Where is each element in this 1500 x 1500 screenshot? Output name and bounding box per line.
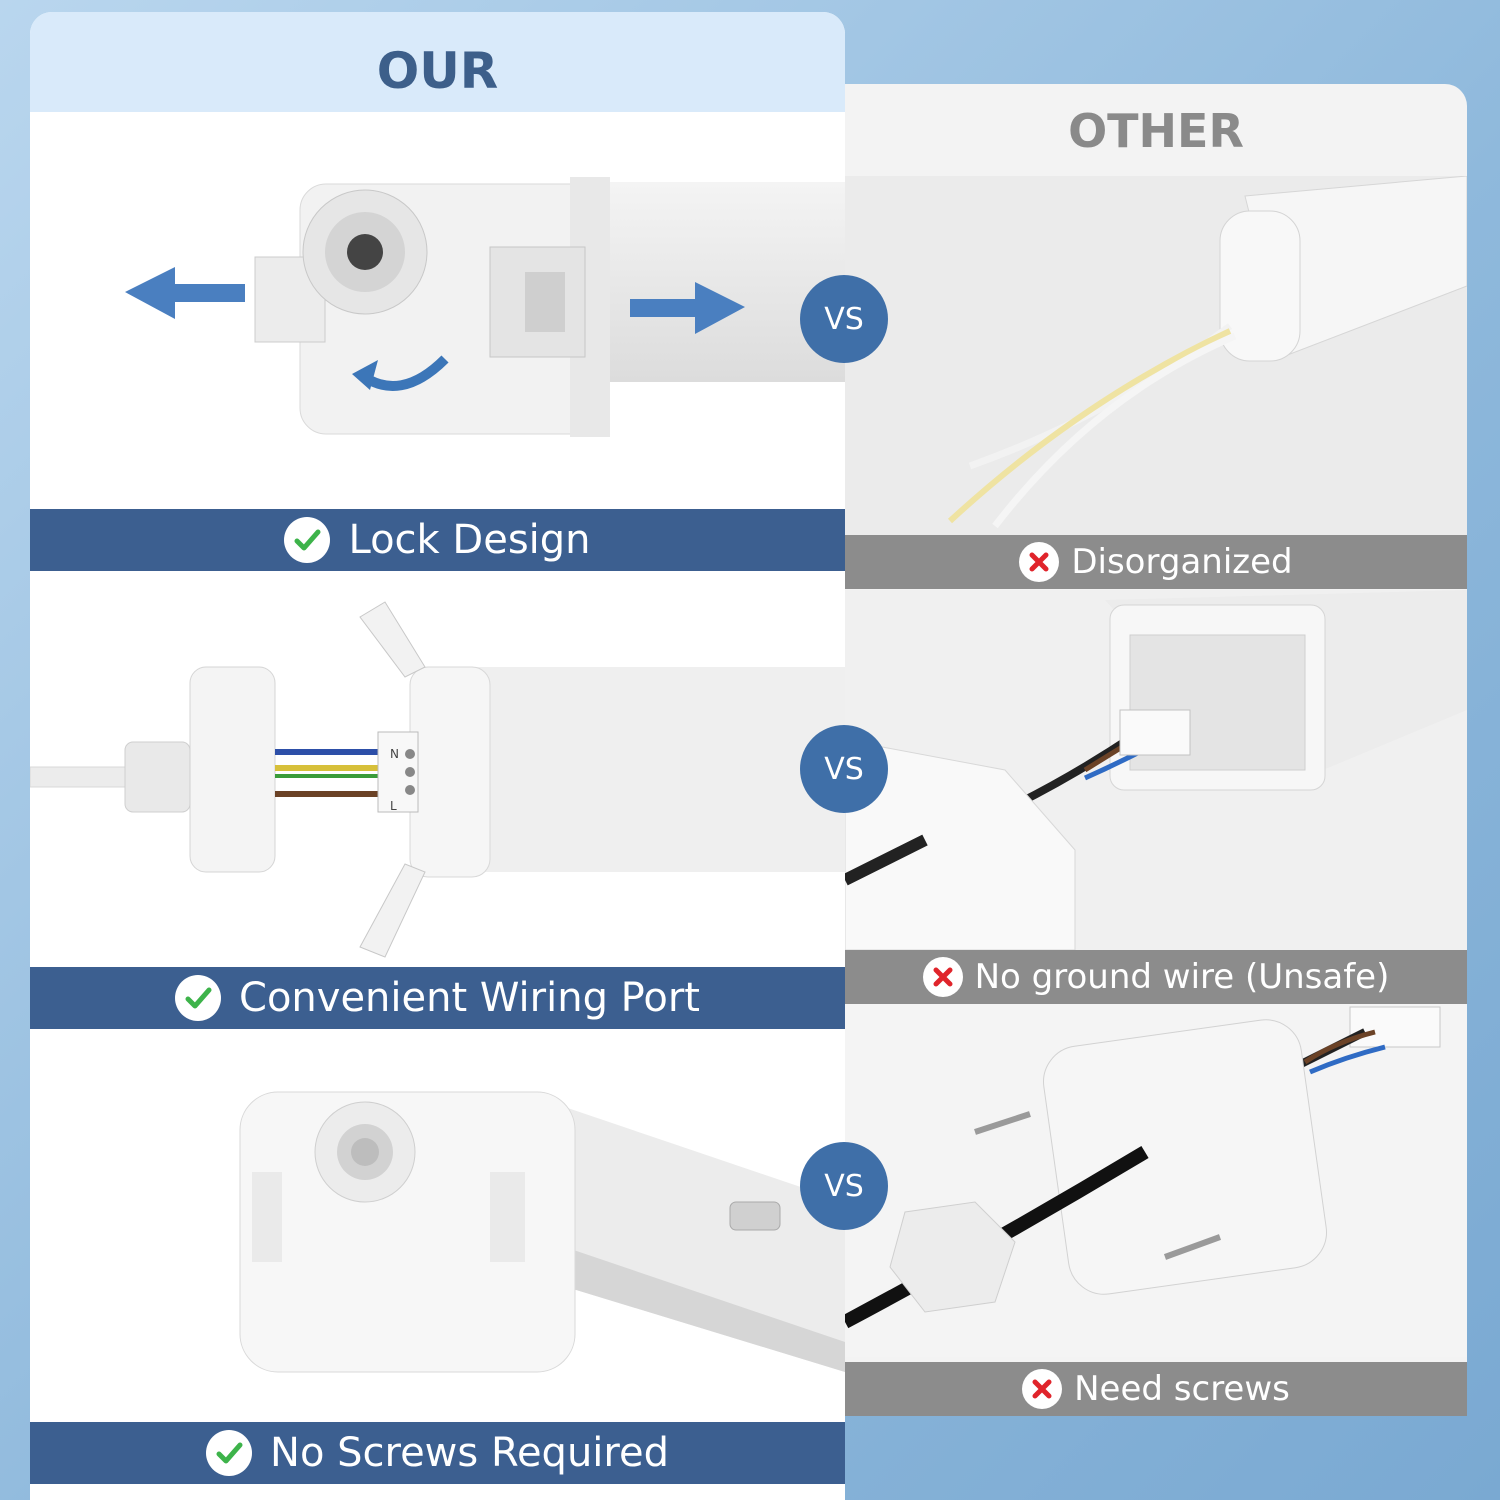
drawback-banner-no-ground-wire: No ground wire (Unsafe) xyxy=(845,950,1467,1004)
drawback-label: Need screws xyxy=(1074,1369,1290,1409)
terminal-l-label: L xyxy=(390,799,397,813)
x-icon xyxy=(922,957,963,997)
drawback-label: No ground wire (Unsafe) xyxy=(974,957,1390,997)
feature-banner-wiring-port: Convenient Wiring Port xyxy=(30,967,845,1029)
no-ground-wire-photo xyxy=(845,590,1467,950)
feature-label: Lock Design xyxy=(348,517,591,563)
check-icon xyxy=(175,975,222,1021)
need-screws-photo xyxy=(845,1002,1467,1357)
our-header xyxy=(30,12,845,112)
feature-banner-no-screws: No Screws Required xyxy=(30,1422,845,1484)
wiring-port-photo: N L xyxy=(30,601,845,958)
lock-design-photo xyxy=(125,177,845,437)
other-panel: OTHER xyxy=(845,84,1467,1414)
x-icon xyxy=(1019,542,1060,582)
no-screws-photo xyxy=(239,1091,845,1373)
check-icon xyxy=(206,1430,253,1476)
disorganized-photo xyxy=(845,176,1467,536)
vs-badge: VS xyxy=(800,725,888,813)
our-title: OUR xyxy=(376,42,499,100)
vs-badge: VS xyxy=(800,1142,888,1230)
terminal-n-label: N xyxy=(390,747,399,761)
feature-label: No Screws Required xyxy=(270,1430,669,1476)
drawback-banner-disorganized: Disorganized xyxy=(845,535,1467,589)
feature-label: Convenient Wiring Port xyxy=(239,975,700,1021)
other-title: OTHER xyxy=(1068,104,1244,158)
drawback-banner-need-screws: Need screws xyxy=(845,1362,1467,1416)
vs-badge: VS xyxy=(800,275,888,363)
our-panel: OUR N L xyxy=(30,12,845,1500)
feature-banner-lock-design: Lock Design xyxy=(30,509,845,571)
drawback-label: Disorganized xyxy=(1071,542,1293,582)
x-icon xyxy=(1022,1369,1063,1409)
check-icon xyxy=(284,517,331,563)
